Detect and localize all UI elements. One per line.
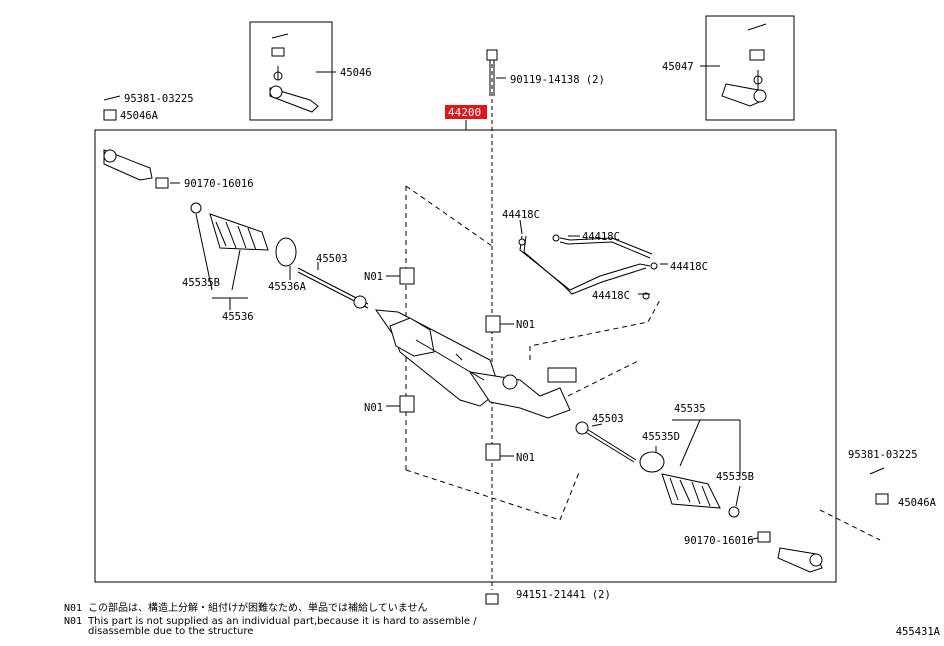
clamp-ring-icon xyxy=(639,451,665,473)
part-label-n01-d[interactable]: N01 xyxy=(516,452,535,464)
part-label-44418c-4[interactable]: 44418C xyxy=(592,290,630,302)
bellows-boot-left-icon xyxy=(209,213,269,251)
inner-tie-rod-right-icon xyxy=(581,425,637,461)
tie-rod-end-right-icon xyxy=(777,547,823,573)
clamp-icon xyxy=(190,202,202,214)
clamp-icon xyxy=(728,506,740,518)
note-n01-japanese: N01 この部品は、構造上分解・組付けが困難なため、単品では補給していません xyxy=(64,599,427,614)
assembly-number[interactable]: 44200 xyxy=(448,106,481,119)
bushing-icon xyxy=(399,395,415,413)
note-n01-english: N01 This part is not supplied as an indiv… xyxy=(64,616,477,627)
part-label-45536[interactable]: 45536 xyxy=(222,311,254,323)
bellows-boot-right-icon xyxy=(661,473,721,509)
part-label-n01-b[interactable]: N01 xyxy=(516,319,535,331)
bushing-icon xyxy=(399,267,415,285)
bushing-icon xyxy=(485,443,501,461)
hydraulic-tubes-icon xyxy=(518,234,658,300)
rack-housing-icon xyxy=(374,309,577,419)
part-label-45535b-right[interactable]: 45535B xyxy=(716,471,754,483)
grommet-icon xyxy=(875,493,889,505)
part-label-45046[interactable]: 45046 xyxy=(340,67,372,79)
part-label-95381-03225-right[interactable]: 95381-03225 xyxy=(848,449,918,461)
clamp-ring-icon xyxy=(275,237,297,267)
tie-rod-end-icon xyxy=(269,33,319,113)
note-n01-english-continued: disassemble due to the structure xyxy=(88,626,253,637)
part-label-45046a-right[interactable]: 45046A xyxy=(898,497,937,509)
part-label-n01-c[interactable]: N01 xyxy=(364,402,383,414)
nut-icon xyxy=(757,531,771,543)
part-label-45503-left[interactable]: 45503 xyxy=(316,253,348,265)
note-code: N01 xyxy=(64,603,83,614)
inset-box-45046 xyxy=(249,21,333,121)
part-label-45503-right[interactable]: 45503 xyxy=(592,413,624,425)
part-label-45047[interactable]: 45047 xyxy=(662,61,694,73)
part-label-44418c-1[interactable]: 44418C xyxy=(502,209,540,221)
grommet-icon xyxy=(103,109,117,121)
bushing-icon xyxy=(485,315,501,333)
nut-icon xyxy=(155,177,169,189)
part-label-44418c-2[interactable]: 44418C xyxy=(582,231,620,243)
part-label-n01-a[interactable]: N01 xyxy=(364,271,383,283)
part-label-44418c-3[interactable]: 44418C xyxy=(670,261,708,273)
part-label-90119-14138[interactable]: 90119-14138 (2) xyxy=(510,74,605,86)
part-label-90170-16016-left[interactable]: 90170-16016 xyxy=(184,178,254,190)
bolt-icon xyxy=(486,49,498,96)
figure-number: 455431A xyxy=(895,626,940,638)
assembly-number-badge[interactable] xyxy=(445,105,487,119)
note-code: N01 xyxy=(64,616,83,627)
part-label-45046a-left[interactable]: 45046A xyxy=(120,110,159,122)
part-label-90170-16016-right[interactable]: 90170-16016 xyxy=(684,535,754,547)
inset-box-45047 xyxy=(705,15,795,121)
part-label-45536a[interactable]: 45536A xyxy=(268,281,307,293)
note-text: disassemble due to the structure xyxy=(88,626,254,637)
note-text: この部品は、構造上分解・組付けが困難なため、単品では補給していません xyxy=(88,603,428,614)
tie-rod-end-icon xyxy=(721,23,767,107)
part-label-94151-21441[interactable]: 94151-21441 (2) xyxy=(516,589,611,601)
part-label-45535b-left[interactable]: 45535B xyxy=(182,277,220,289)
part-label-45535[interactable]: 45535 xyxy=(674,403,706,415)
part-label-45535d[interactable]: 45535D xyxy=(642,431,680,443)
part-label-95381-03225-left[interactable]: 95381-03225 xyxy=(124,93,194,105)
nut-icon xyxy=(485,593,499,605)
note-text: This part is not supplied as an individu… xyxy=(88,616,477,627)
